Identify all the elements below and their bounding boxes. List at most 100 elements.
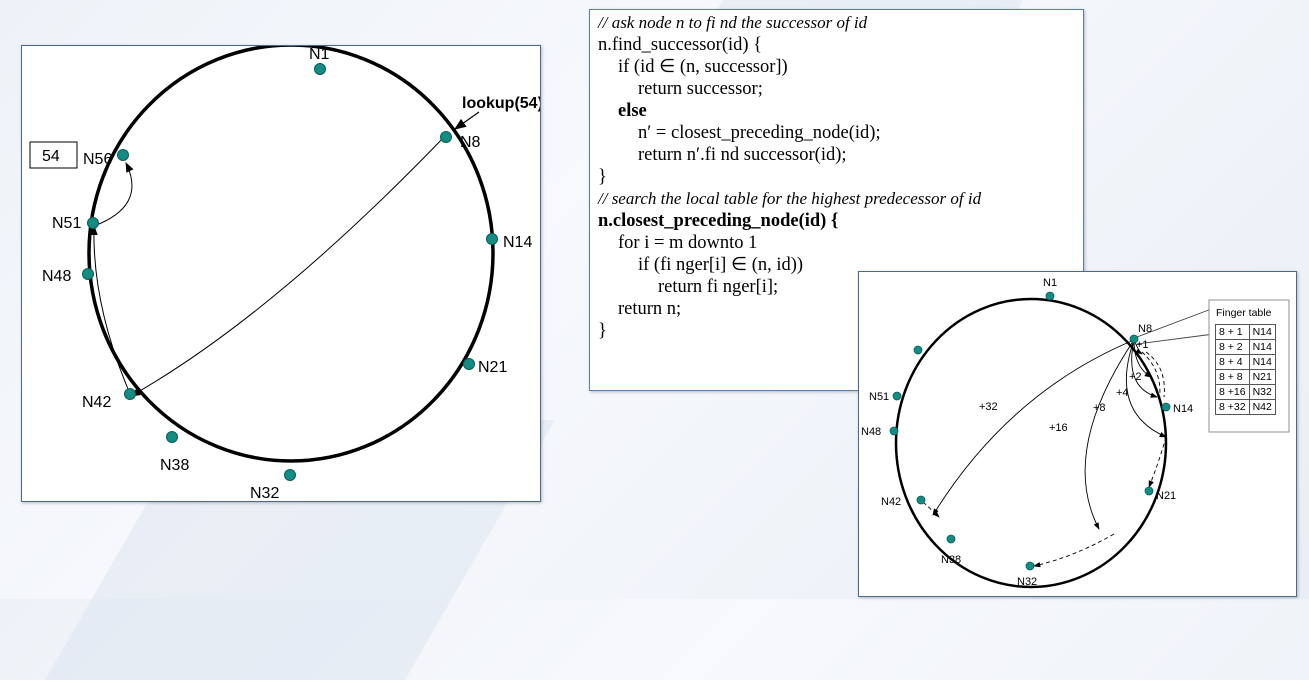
- ring: [87, 43, 495, 463]
- node-label-n42: N42: [881, 496, 901, 508]
- finger-arc: [1131, 339, 1158, 398]
- node-label-n21: N21: [478, 359, 507, 376]
- node-dot-n32: [284, 469, 296, 481]
- slide-title-fragment: [0, 0, 240, 22]
- code-comment: // search the local table for the highes…: [598, 189, 982, 208]
- lookup-arrow: [454, 111, 480, 130]
- node-label-n48: N48: [42, 268, 71, 285]
- finger-start: 8 + 1: [1215, 324, 1250, 340]
- hop-label: +16: [1049, 422, 1068, 434]
- finger-start: 8 +32: [1215, 399, 1250, 415]
- hop-arrow-n51-n56: [93, 162, 134, 227]
- finger-start: 8 + 8: [1215, 369, 1250, 385]
- finger-arc: [932, 339, 1135, 516]
- hop-label: +2: [1129, 371, 1142, 383]
- node-dot-n42: [916, 495, 926, 505]
- finger-table-callout: [1136, 307, 1215, 338]
- code-line: for i = m downto 1: [618, 233, 758, 253]
- node-dot-n1: [1045, 291, 1055, 301]
- successor-arc: [922, 501, 940, 518]
- node-label-n8: N8: [460, 134, 481, 151]
- code-line: n.find_successor(id) {: [598, 35, 763, 55]
- code-line: }: [598, 321, 607, 341]
- code-line: return fi nger[i];: [658, 277, 779, 297]
- node-dot-n8: [1129, 334, 1139, 344]
- node-dot-n51: [87, 217, 99, 229]
- successor-arc: [1148, 436, 1167, 488]
- chord-ring-lookup-svg: N1 N8 N14 N21 N32 N38 N42 N48 N51 N56 lo…: [29, 43, 543, 502]
- node-label-n32: N32: [250, 485, 279, 501]
- hop-arrow-n8-n42: [130, 134, 447, 397]
- code-line: n′ = closest_preceding_node(id);: [638, 123, 881, 143]
- code-line: if (id ∈ (n, successor]): [618, 57, 788, 77]
- node-dot-n38: [946, 534, 956, 544]
- node-label-n38: N38: [160, 457, 189, 474]
- hop-arrow-n42-n51: [89, 225, 132, 397]
- node-label-n48: N48: [861, 426, 881, 438]
- chord-ring-lookup-diagram: N1 N8 N14 N21 N32 N38 N42 N48 N51 N56 lo…: [21, 43, 543, 502]
- finger-node: N14: [1248, 354, 1276, 370]
- node-label-n38: N38: [941, 554, 961, 566]
- pseudocode-panel: // ask node n to fi nd the successor of …: [589, 9, 1084, 391]
- lookup-label: lookup(54): [462, 95, 540, 112]
- node-label-n14: N14: [503, 234, 532, 251]
- code-line: return n′.fi nd successor(id);: [638, 145, 847, 165]
- code-line: n.closest_preceding_node(id) {: [598, 211, 839, 231]
- node-dot-n1: [314, 63, 326, 75]
- finger-arc: [1125, 339, 1167, 438]
- node-label-n32: N32: [1017, 576, 1037, 588]
- code-line: else: [618, 101, 647, 121]
- finger-start: 8 + 2: [1215, 339, 1250, 355]
- node-dots: [82, 63, 498, 481]
- node-dot-n42: [124, 388, 136, 400]
- finger-node: N32: [1248, 384, 1276, 400]
- finger-start: 8 + 4: [1215, 354, 1250, 370]
- successor-arc: [1033, 533, 1115, 568]
- node-label-n21: N21: [1156, 490, 1176, 502]
- node-label-n51: N51: [869, 391, 889, 403]
- node-dot-n48: [82, 268, 94, 280]
- node-dot-n14: [486, 233, 498, 245]
- code-line: return n;: [618, 299, 682, 319]
- successor-arc: [1145, 351, 1165, 398]
- node-dot-n8: [440, 131, 452, 143]
- finger-node: N42: [1248, 399, 1276, 415]
- node-label-n51: N51: [52, 215, 81, 232]
- node-dot-n32: [1025, 561, 1035, 571]
- hop-label: +32: [979, 401, 998, 413]
- hop-label: +8: [1093, 402, 1106, 414]
- node-label-n1: N1: [309, 46, 330, 63]
- successor-arc: [1141, 351, 1161, 403]
- node-dot-n56: [117, 149, 129, 161]
- node-dot-n21: [463, 358, 475, 370]
- code-line: if (fi nger[i] ∈ (n, id)): [638, 255, 804, 275]
- hop-label: +1: [1136, 339, 1149, 351]
- node-label-n56: N56: [83, 151, 112, 168]
- finger-node: N21: [1248, 369, 1276, 385]
- finger-node: N14: [1248, 339, 1276, 355]
- node-dot-n48: [889, 426, 899, 436]
- finger-table-callout: [1136, 333, 1215, 345]
- pseudocode: // ask node n to fi nd the successor of …: [590, 10, 1083, 390]
- hop-label: +4: [1116, 387, 1129, 399]
- chord-finger-table-diagram: N1 N8 N14 N21 N32 N38 N42 N48 N51 +1 +2 …: [858, 271, 1297, 597]
- node-label-n42: N42: [82, 394, 111, 411]
- node-dot-n51: [892, 391, 902, 401]
- code-line: return successor;: [638, 79, 763, 99]
- finger-arc: [1133, 339, 1152, 378]
- finger-node: N14: [1248, 324, 1276, 340]
- finger-arc: [1084, 339, 1135, 530]
- node-label-n8: N8: [1138, 323, 1152, 335]
- finger-ring-svg: N1 N8 N14 N21 N32 N38 N42 N48 N51 +1 +2 …: [861, 277, 1290, 589]
- node-dot-n14: [1161, 402, 1171, 412]
- node-label-n1: N1: [1043, 277, 1057, 289]
- node-dot-unlabeled: [913, 345, 923, 355]
- key-box-label: 54: [42, 148, 60, 165]
- code-comment: // ask node n to fi nd the successor of …: [598, 13, 868, 32]
